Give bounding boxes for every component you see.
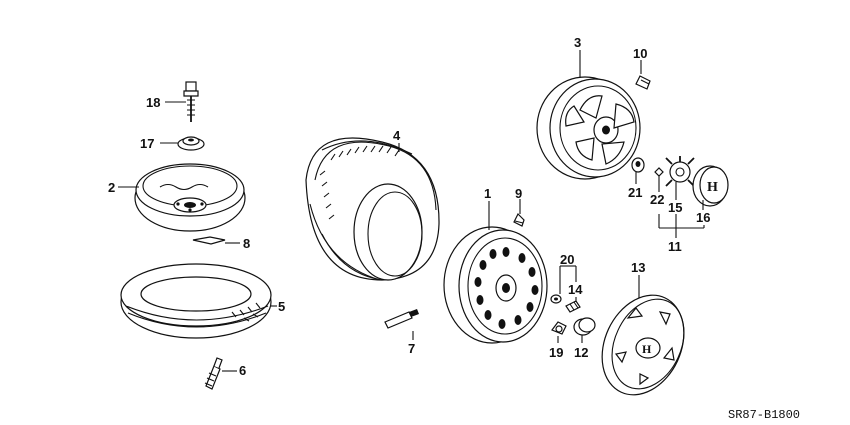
label-7: 7 bbox=[408, 341, 415, 356]
label-13: 13 bbox=[631, 260, 645, 275]
label-9: 9 bbox=[515, 186, 522, 201]
part-11-bracket bbox=[658, 214, 705, 238]
svg-text:H: H bbox=[642, 342, 652, 356]
label-2: 2 bbox=[108, 180, 115, 195]
label-1: 1 bbox=[484, 186, 491, 201]
part-16-center-cap: H bbox=[692, 165, 729, 210]
part-5-spare-tire bbox=[120, 263, 277, 339]
part-2-spare-wheel bbox=[118, 163, 246, 232]
svg-text:H: H bbox=[707, 180, 718, 195]
part-7-valve bbox=[384, 309, 419, 340]
label-19: 19 bbox=[549, 345, 563, 360]
label-6: 6 bbox=[239, 363, 246, 378]
label-10: 10 bbox=[633, 46, 647, 61]
part-10-weight bbox=[635, 60, 651, 90]
part-9-clip bbox=[513, 199, 525, 227]
label-12: 12 bbox=[574, 345, 588, 360]
part-20-group bbox=[550, 265, 577, 304]
label-17: 17 bbox=[140, 136, 154, 151]
part-17-nut bbox=[160, 136, 205, 151]
diagram-code: SR87-B1800 bbox=[728, 408, 800, 422]
label-18: 18 bbox=[146, 95, 160, 110]
part-14-nut bbox=[565, 297, 581, 313]
label-21: 21 bbox=[628, 185, 642, 200]
label-3: 3 bbox=[574, 35, 581, 50]
part-4-tire bbox=[305, 137, 440, 281]
part-number-labels: 1 2 3 4 5 6 7 8 9 10 11 12 13 14 15 16 1… bbox=[108, 35, 800, 422]
part-1-steel-wheel bbox=[443, 201, 548, 344]
part-13-hubcap: H bbox=[601, 275, 685, 396]
part-15-retainer bbox=[665, 156, 695, 200]
label-16: 16 bbox=[696, 210, 710, 225]
part-22-screw bbox=[654, 167, 664, 192]
label-22: 22 bbox=[650, 192, 664, 207]
label-11: 11 bbox=[668, 239, 682, 254]
part-8-label bbox=[192, 236, 240, 245]
part-18-bolt bbox=[165, 81, 199, 122]
part-6-valve bbox=[204, 357, 237, 390]
label-4: 4 bbox=[393, 128, 401, 143]
part-21-nut bbox=[631, 157, 645, 184]
part-12-cap bbox=[573, 317, 596, 343]
part-19-nut bbox=[551, 321, 567, 343]
label-14: 14 bbox=[568, 282, 583, 297]
label-5: 5 bbox=[278, 299, 285, 314]
label-20: 20 bbox=[560, 252, 574, 267]
part-3-alloy-wheel bbox=[536, 50, 641, 180]
label-8: 8 bbox=[243, 236, 250, 251]
label-15: 15 bbox=[668, 200, 682, 215]
